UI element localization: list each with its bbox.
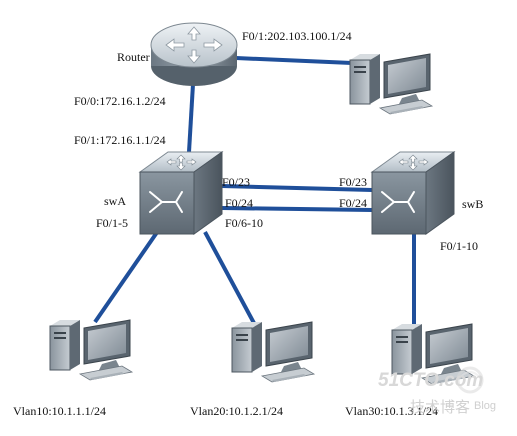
link-swa-pc-vlan20 [203,231,257,326]
pc-internet-icon [349,53,434,115]
pc-vlan10-label: Vlan10:10.1.1.1/24 [13,404,106,418]
pc-vlan30-label: Vlan30:10.1.3.1/24 [345,404,438,418]
router-f01-label: F0/1:202.103.100.1/24 [242,29,352,43]
link-swa-pc-vlan10 [93,226,162,324]
pc-vlan20-label: Vlan20:10.1.2.1/24 [190,404,283,418]
swb-f023-label: F0/23 [339,175,368,189]
swb-label: swB [462,197,484,211]
watermark-logo-icon [456,366,484,394]
swa-f023-label: F0/23 [222,175,251,189]
pc-vlan10-icon [49,319,134,381]
swa-f01-5-label: F0/1-5 [96,216,129,230]
watermark-logo-text: 51CTO.com [378,370,484,391]
links-layer [93,56,416,328]
link-router-swa [187,83,195,153]
router-icon [150,22,238,86]
swa-f024-label: F0/24 [225,196,254,210]
link-swa-swb-f024 [221,206,373,212]
swa-label: swA [104,194,127,208]
router-label: Router [117,50,150,64]
swb-f01-10-label: F0/1-10 [440,239,479,253]
link-swa-swb-f023 [221,184,373,192]
watermark-blog: Blog [474,400,497,412]
swa-f06-10-label: F0/6-10 [225,216,264,230]
switch-swa-icon [138,151,224,235]
switch-swb-icon [370,151,456,235]
swb-f024-label: F0/24 [339,196,368,210]
watermark-subtitle: 技术博客 [410,399,471,416]
link-router-internet-pc [235,56,353,65]
router-f00-label: F0/0:172.16.1.2/24 [74,94,166,108]
swa-f01-label: F0/1:172.16.1.1/24 [74,133,166,147]
pc-vlan20-icon [231,321,316,383]
